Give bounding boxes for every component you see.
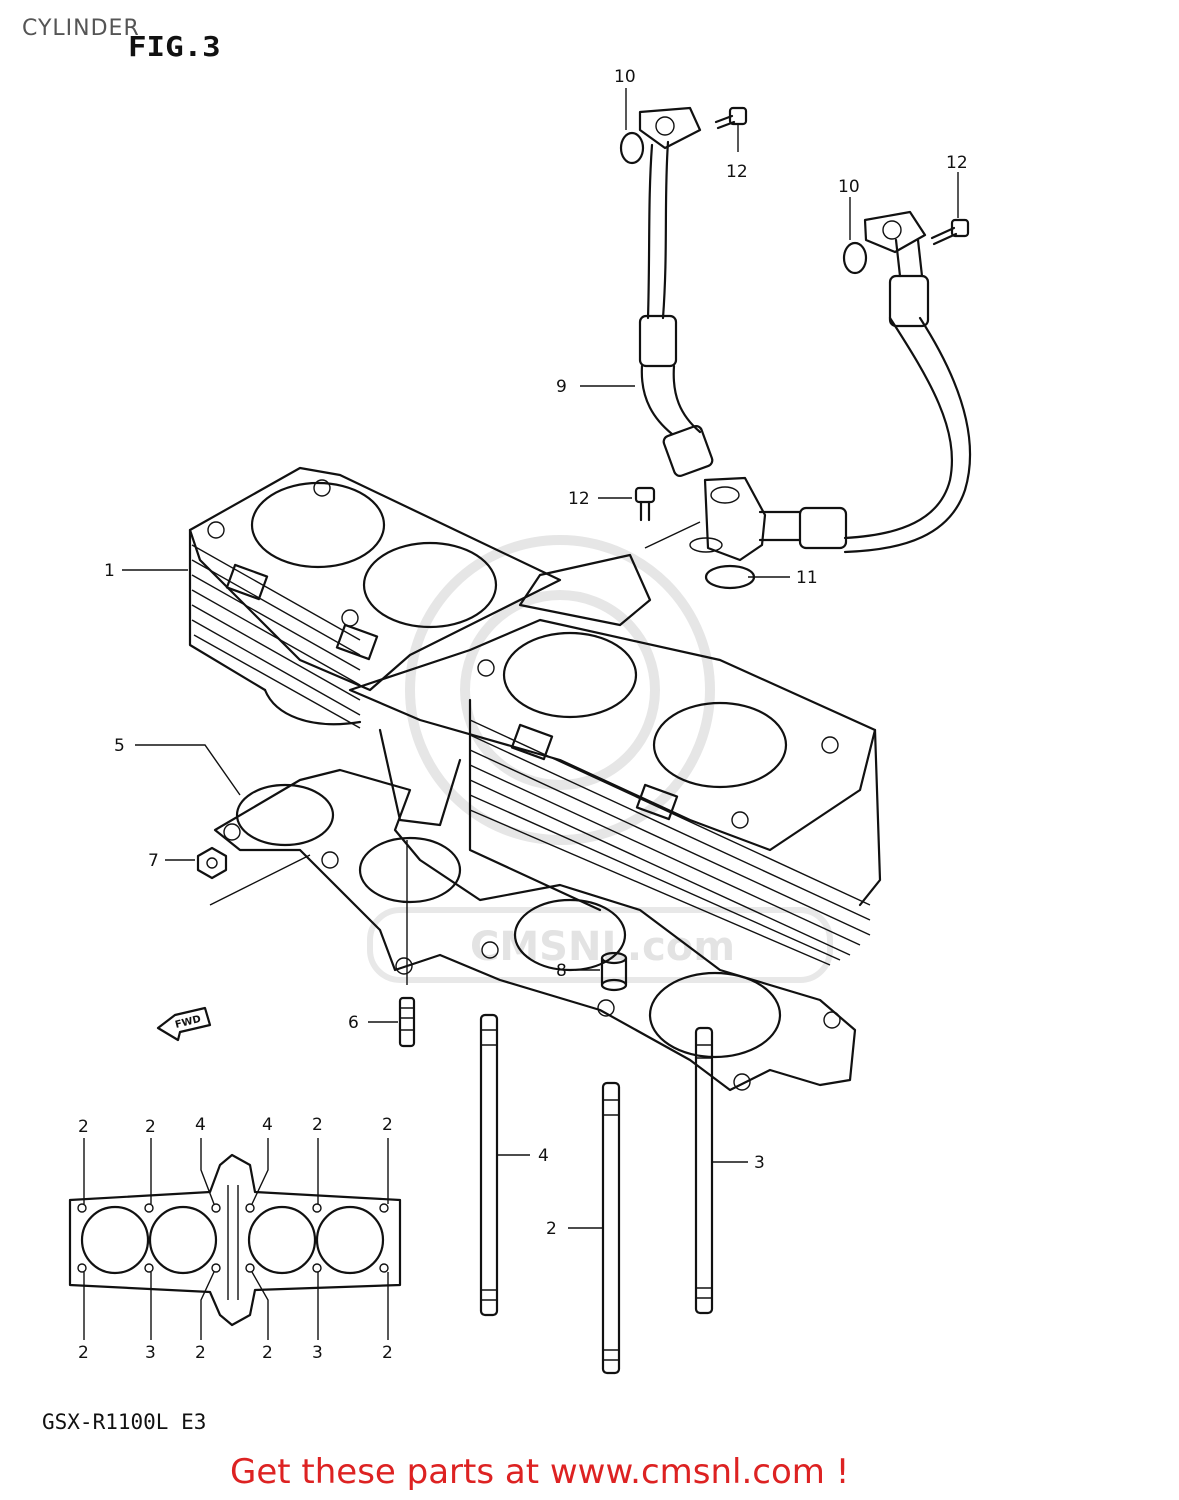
pattern-bottom-label: 3 — [312, 1343, 323, 1363]
long-stud-2 — [601, 1081, 621, 1375]
pattern-bottom-label: 2 — [195, 1343, 206, 1363]
stud-6 — [398, 996, 416, 1048]
callout-7: 7 — [148, 851, 159, 871]
parts-banner-link[interactable]: Get these parts at www.cmsnl.com ! — [230, 1452, 850, 1492]
page-title: CYLINDER — [22, 16, 140, 41]
callout-9: 9 — [556, 377, 567, 397]
o-ring-10a — [619, 131, 645, 165]
nut-7 — [196, 846, 228, 880]
pattern-top-label: 2 — [312, 1115, 323, 1135]
pattern-top-label: 4 — [262, 1115, 273, 1135]
figure-number: FIG.3 — [128, 30, 221, 63]
pattern-bottom-label: 2 — [262, 1343, 273, 1363]
base-gasket — [213, 768, 857, 1092]
dowel-pin-8 — [600, 951, 628, 992]
callout-10b: 10 — [838, 177, 860, 197]
callout-3: 3 — [754, 1153, 765, 1173]
bolt-12b — [930, 218, 970, 246]
callout-5: 5 — [114, 736, 125, 756]
callout-12a: 12 — [726, 162, 748, 182]
forward-arrow-icon: FWD — [156, 1006, 212, 1042]
long-stud-4 — [479, 1013, 499, 1317]
bolt-12a — [714, 106, 748, 130]
long-stud-3 — [694, 1026, 714, 1315]
tightening-pattern-diagram: 2 2 4 4 2 2 2 3 2 2 3 2 — [68, 1115, 402, 1363]
callout-4: 4 — [538, 1146, 549, 1166]
nut-guide-line — [209, 854, 311, 906]
o-ring-11 — [704, 564, 756, 590]
callout-2: 2 — [546, 1219, 557, 1239]
pattern-top-label: 4 — [195, 1115, 206, 1135]
callout-leaders — [122, 88, 959, 1229]
callout-12b: 12 — [946, 153, 968, 173]
oil-pipe-assembly — [638, 106, 972, 562]
callout-1: 1 — [104, 561, 115, 581]
o-ring-10b — [842, 241, 868, 275]
pattern-bottom-label: 2 — [382, 1343, 393, 1363]
pattern-top-label: 2 — [382, 1115, 393, 1135]
callout-8: 8 — [556, 961, 567, 981]
callout-11: 11 — [796, 568, 818, 588]
pattern-top-label: 2 — [145, 1117, 156, 1137]
bolt-12c — [634, 486, 656, 522]
callout-12c: 12 — [568, 489, 590, 509]
callout-10a: 10 — [614, 67, 636, 87]
pattern-bottom-label: 3 — [145, 1343, 156, 1363]
model-code: GSX-R1100L E3 — [42, 1410, 207, 1434]
cylinder-block — [188, 466, 882, 966]
pattern-top-label: 2 — [78, 1117, 89, 1137]
callout-6: 6 — [348, 1013, 359, 1033]
pattern-bottom-label: 2 — [78, 1343, 89, 1363]
